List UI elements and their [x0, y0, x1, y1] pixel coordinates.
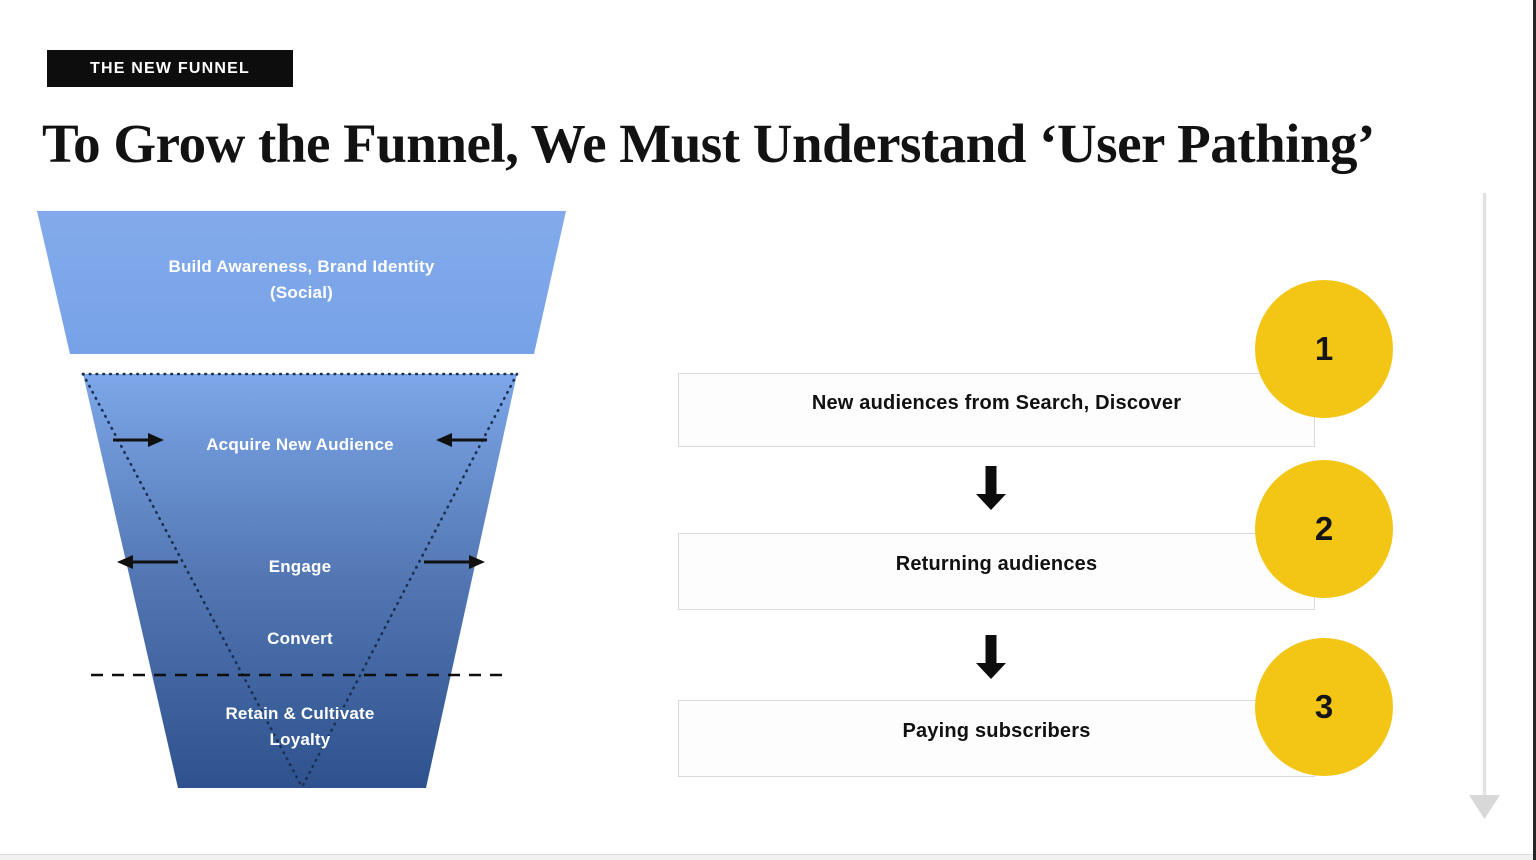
- step-badge-1: 1: [1255, 280, 1393, 418]
- engage-outward-arrows-icon: [117, 555, 485, 569]
- funnel-top-stage-label: Build Awareness, Brand Identity (Social): [37, 254, 566, 306]
- slide-title: To Grow the Funnel, We Must Understand ‘…: [42, 113, 1375, 174]
- step-badge-2: 2: [1255, 460, 1393, 598]
- step-box-2-label: Returning audiences: [895, 553, 1098, 575]
- funnel-stage-retain-line2: Loyalty: [269, 730, 331, 749]
- down-arrow-icon-1: [976, 466, 1006, 510]
- step-box-1-label: New audiences from Search, Discover: [811, 391, 1182, 414]
- step-box-1: New audiences from Search, Discover: [678, 373, 1315, 447]
- step-box-3: Paying subscribers: [678, 700, 1315, 777]
- down-arrow-icon-2: [976, 635, 1006, 679]
- funnel-stage-retain-line1: Retain & Cultivate: [225, 704, 375, 723]
- step-box-3-label: Paying subscribers: [902, 720, 1091, 742]
- funnel-top-stage-shape: [37, 211, 566, 354]
- funnel-top-stage-line2: (Social): [269, 283, 333, 302]
- funnel-stage-acquire-label: Acquire New Audience: [206, 435, 394, 454]
- bottom-edge-strip: [0, 854, 1536, 860]
- scroll-down-arrow-icon: [1469, 193, 1500, 819]
- funnel-stage-retain-label: Retain & Cultivate Loyalty: [110, 701, 490, 753]
- funnel-top-stage-line1: Build Awareness, Brand Identity: [168, 257, 435, 276]
- funnel-stage-engage-label: Engage: [268, 557, 332, 576]
- funnel-body-shape: [83, 374, 517, 788]
- funnel-dotted-path: [81, 372, 519, 789]
- funnel-stage-convert-label: Convert: [267, 629, 333, 648]
- step-badge-3: 3: [1255, 638, 1393, 776]
- category-tag: THE NEW FUNNEL: [47, 50, 293, 87]
- acquire-inward-arrows-icon: [113, 433, 487, 447]
- right-edge-line: [1533, 0, 1536, 860]
- step-box-2: Returning audiences: [678, 533, 1315, 610]
